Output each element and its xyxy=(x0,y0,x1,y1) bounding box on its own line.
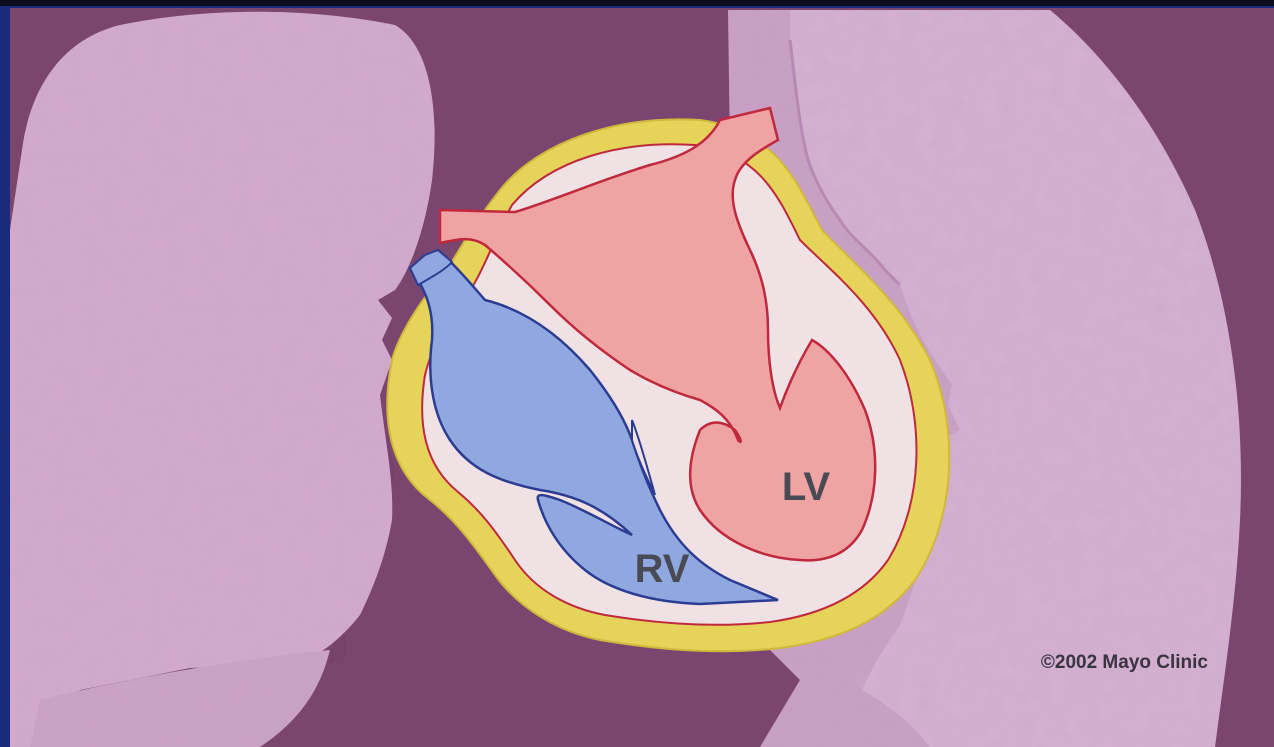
lv-label: LV xyxy=(782,465,830,509)
top-edge xyxy=(0,0,1274,6)
copyright-notice: ©2002 Mayo Clinic xyxy=(1041,652,1209,673)
rv-label: RV xyxy=(635,547,690,591)
